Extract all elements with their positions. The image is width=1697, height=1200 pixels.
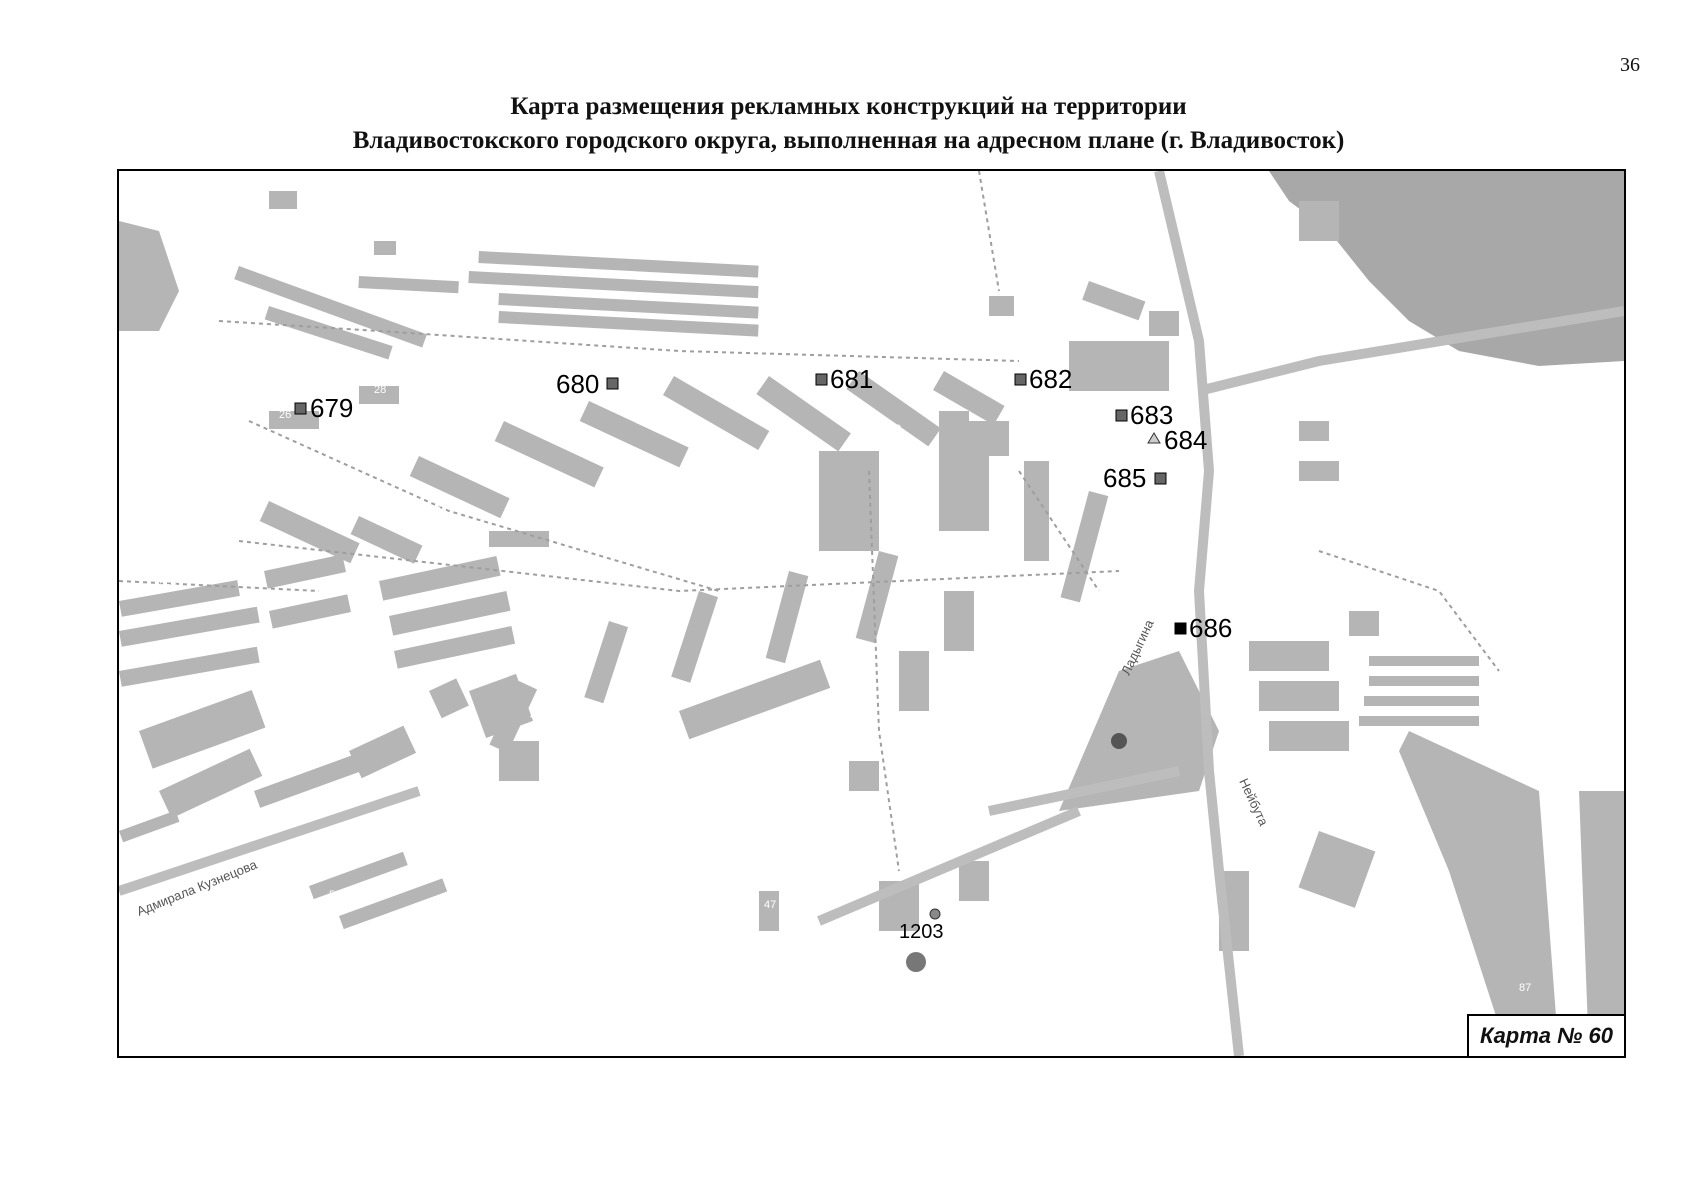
marker-684-label: 684 xyxy=(1164,425,1207,455)
svg-text:28а: 28а xyxy=(377,516,396,528)
title-line-1: Карта размещения рекламных конструкций н… xyxy=(510,93,1187,120)
svg-text:44: 44 xyxy=(709,644,721,656)
marker-680-label: 680 xyxy=(556,369,599,399)
marker-679-symbol[interactable] xyxy=(294,402,307,415)
church-icon[interactable] xyxy=(1111,733,1127,749)
map-frame[interactable]: 28 26 24а 30 32 34 36 38 40 28а 25а 42 4… xyxy=(117,169,1626,1058)
marker-682-symbol[interactable] xyxy=(1014,373,1027,386)
page-number: 36 xyxy=(1620,54,1640,76)
map-number-badge: Карта № 60 xyxy=(1467,1014,1624,1056)
building-group-west xyxy=(119,531,549,930)
marker-685[interactable]: 685 xyxy=(1103,463,1167,493)
svg-text:32: 32 xyxy=(527,464,539,476)
marker-679[interactable]: 679 xyxy=(294,393,353,423)
building-group-far-east xyxy=(1298,201,1624,1056)
footpaths xyxy=(119,171,1500,872)
title-line-2: Владивостокского городского округа, выпо… xyxy=(352,127,1345,154)
marker-1203-label: 1203 xyxy=(899,921,944,943)
svg-text:28: 28 xyxy=(374,384,386,396)
svg-text:34: 34 xyxy=(613,445,625,457)
marker-680-symbol[interactable] xyxy=(606,377,619,390)
building-group-top xyxy=(234,191,759,360)
marker-686-label: 686 xyxy=(1189,613,1232,643)
road-network xyxy=(119,171,1624,1056)
svg-text:25а: 25а xyxy=(159,580,178,592)
marker-683-symbol[interactable] xyxy=(1115,409,1128,422)
svg-text:87: 87 xyxy=(1519,982,1531,994)
landmark-icon[interactable] xyxy=(906,952,926,972)
marker-1203-symbol[interactable] xyxy=(929,908,941,920)
marker-681-label: 681 xyxy=(830,364,873,394)
svg-text:24а: 24а xyxy=(159,469,178,481)
building-group-east xyxy=(939,281,1349,951)
marker-1203[interactable]: 1203 xyxy=(899,908,944,943)
svg-text:30: 30 xyxy=(435,499,447,511)
marker-686[interactable]: 686 xyxy=(1174,613,1232,643)
svg-text:52а: 52а xyxy=(204,828,223,840)
marker-686-symbol[interactable] xyxy=(1174,622,1187,635)
marker-683[interactable]: 683 xyxy=(1115,400,1173,430)
svg-text:52: 52 xyxy=(329,889,341,901)
marker-682[interactable]: 682 xyxy=(1014,364,1072,394)
street-neybuta: Нейбута xyxy=(1236,776,1271,829)
svg-text:48: 48 xyxy=(530,710,542,722)
marker-684[interactable]: 684 xyxy=(1147,425,1207,455)
building-group-center xyxy=(469,451,989,931)
svg-text:36: 36 xyxy=(701,441,713,453)
svg-text:46: 46 xyxy=(622,665,634,677)
building-group-diagonal xyxy=(259,371,1005,564)
svg-text:42: 42 xyxy=(804,629,816,641)
marker-684-symbol[interactable] xyxy=(1147,432,1161,444)
map-canvas[interactable]: 28 26 24а 30 32 34 36 38 40 28а 25а 42 4… xyxy=(119,171,1624,1056)
marker-685-symbol[interactable] xyxy=(1154,472,1167,485)
page-title: Карта размещения рекламных конструкций н… xyxy=(0,90,1697,158)
svg-text:26: 26 xyxy=(279,409,291,421)
marker-679-label: 679 xyxy=(310,393,353,423)
marker-685-label: 685 xyxy=(1103,463,1146,493)
svg-text:53: 53 xyxy=(489,1021,501,1033)
house-numbers: 28 26 24а 30 32 34 36 38 40 28а 25а 42 4… xyxy=(159,384,1531,1033)
marker-681-symbol[interactable] xyxy=(815,373,828,386)
svg-text:38: 38 xyxy=(791,433,803,445)
svg-text:45: 45 xyxy=(844,852,856,864)
marker-681[interactable]: 681 xyxy=(815,364,873,394)
marker-680[interactable]: 680 xyxy=(556,369,619,399)
svg-text:47: 47 xyxy=(764,899,776,911)
water-area xyxy=(1269,171,1624,366)
marker-683-label: 683 xyxy=(1130,400,1173,430)
svg-text:40: 40 xyxy=(889,423,901,435)
building-block xyxy=(119,221,179,331)
svg-text:50: 50 xyxy=(477,750,489,762)
marker-682-label: 682 xyxy=(1029,364,1072,394)
